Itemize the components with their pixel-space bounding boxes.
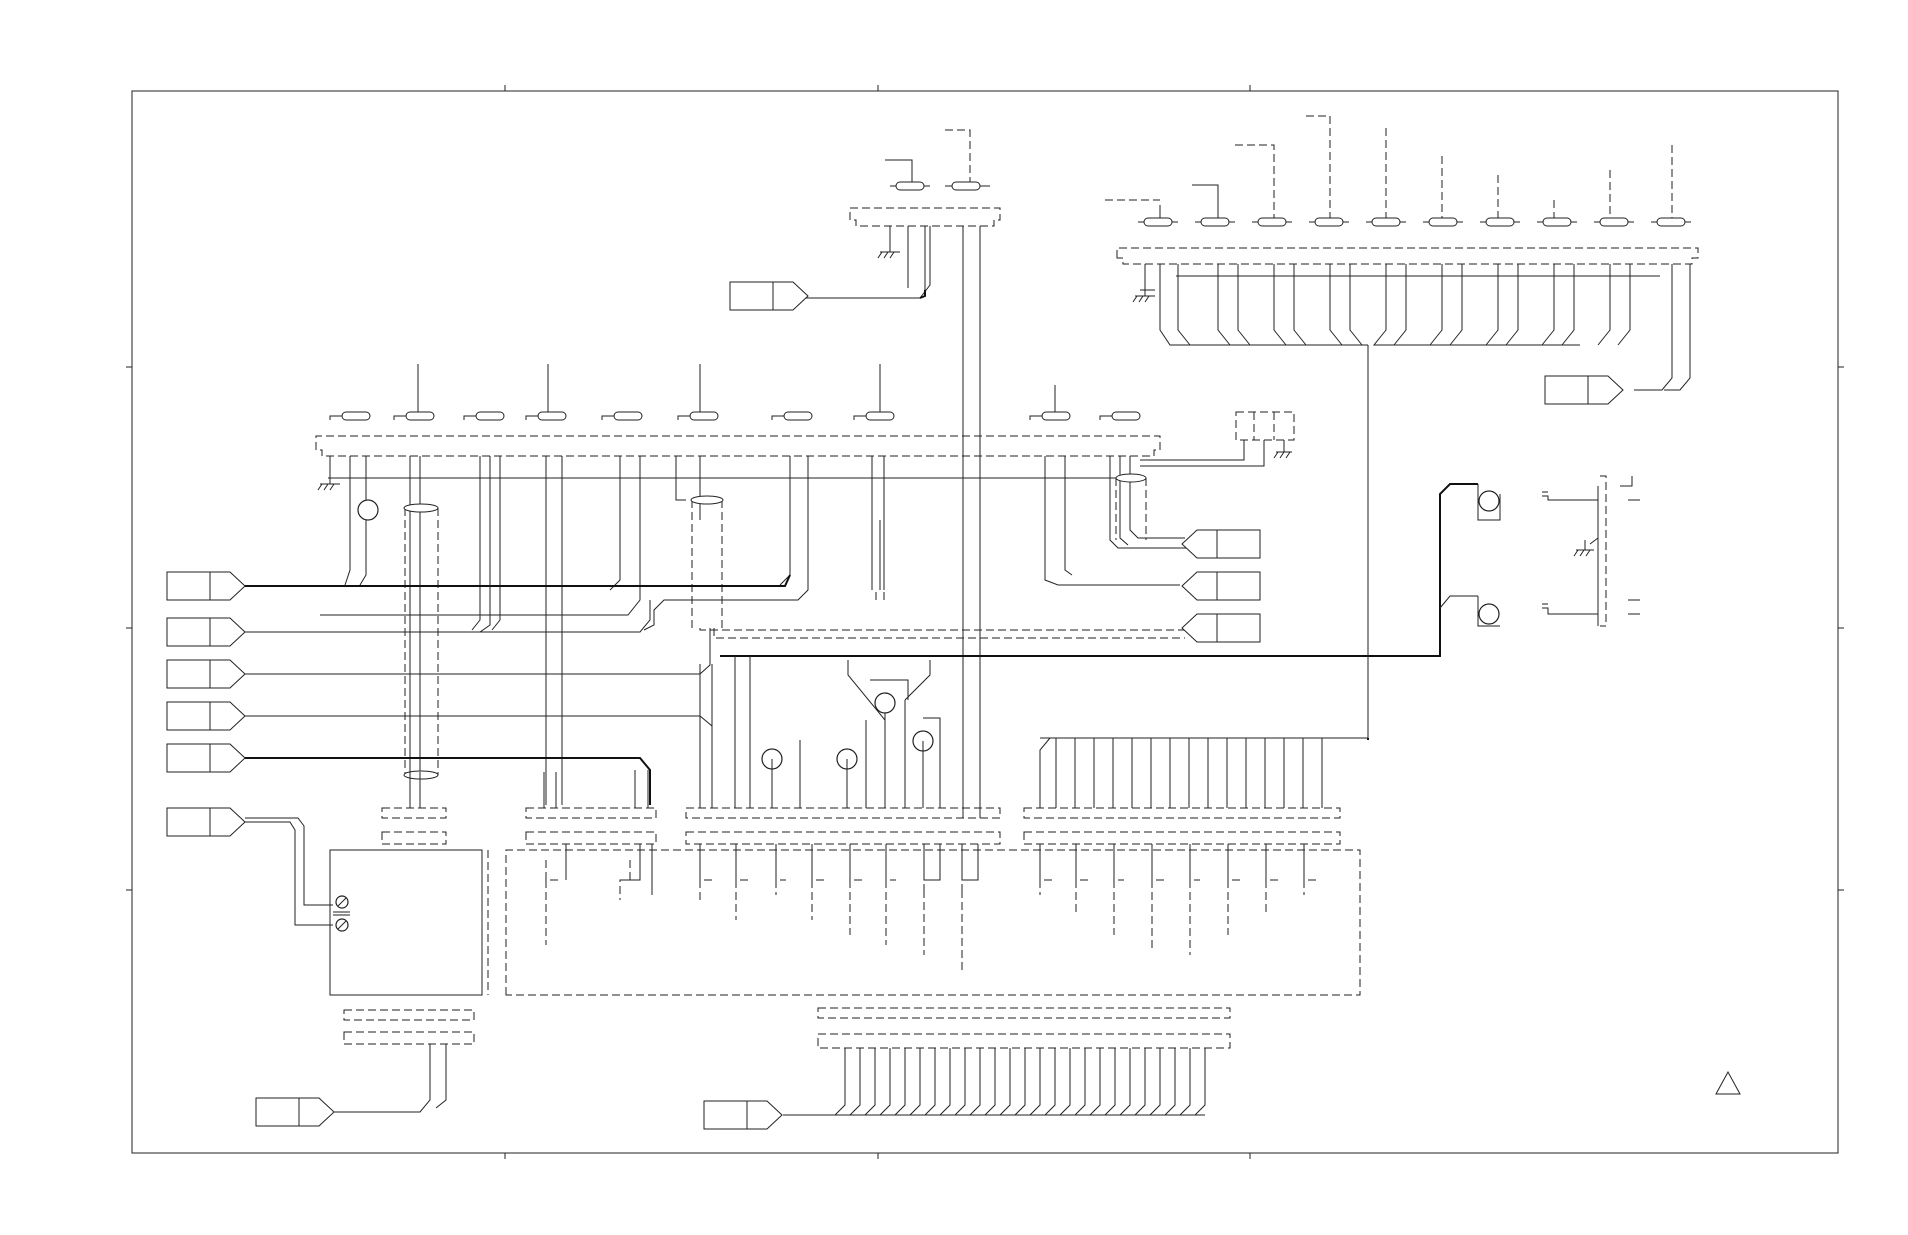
relay-box (1140, 411, 1295, 467)
connector-plug-icon (166, 701, 246, 731)
fuse-holder-icon (1651, 217, 1691, 227)
fuse-holder-icon (329, 411, 371, 421)
connector-plug-icon (703, 1100, 783, 1130)
shield-ellipse-icon (1115, 473, 1147, 483)
fuse-holder-icon (1029, 411, 1071, 421)
trunk-wires (720, 345, 1478, 740)
connector-plug-icon (166, 659, 246, 689)
fuse-holder-icon (393, 411, 435, 421)
connector-plug-icon (166, 807, 246, 837)
fuse-holder-icon (1099, 411, 1141, 421)
fuse-holder-icon (1309, 217, 1349, 227)
lower-right-bundle (1039, 737, 1368, 808)
fuse-holder-icon (1594, 217, 1634, 227)
relay-right (1477, 475, 1640, 627)
sheet-border (131, 90, 1839, 1154)
ground-screw-icon (333, 895, 350, 932)
left-connector-wires (245, 456, 791, 926)
right-connectors-main (1181, 529, 1261, 643)
ground-icon (1132, 264, 1155, 303)
fuse-holder-icon (1480, 217, 1520, 227)
fuse-holder-icon (945, 181, 990, 191)
connector-plug-icon (1181, 529, 1261, 559)
fuse-holder-icon (890, 181, 930, 191)
fuse-holder-icon (677, 411, 719, 421)
fuse-holder-icon (1252, 217, 1292, 227)
fuse-holder-icon (1537, 217, 1577, 227)
shield-ellipse-icon (403, 770, 439, 780)
fuse-holder-icon (1423, 217, 1463, 227)
connector-plug-icon (166, 743, 246, 773)
fuse-holder-icon (463, 411, 505, 421)
splice-circle-icon (874, 692, 896, 714)
connector-plug-icon (1181, 613, 1261, 643)
fuse-holder-icon (771, 411, 813, 421)
connector-plug-icon (255, 1097, 335, 1127)
left-connectors (166, 571, 246, 837)
lower-strip-wires (409, 656, 981, 818)
fuse-holder-icon (601, 411, 643, 421)
fuse-holder-icon (1366, 217, 1406, 227)
fuse-row-right (1138, 217, 1691, 227)
connector-plug-icon (166, 617, 246, 647)
warning-triangle-icon (1715, 1070, 1741, 1095)
fuse-holder-icon (1138, 217, 1178, 227)
bottom-bundle (333, 1044, 1206, 1116)
splice-circles (357, 490, 1500, 770)
splice-circle-icon (357, 499, 379, 521)
shielded-cable (403, 473, 1190, 780)
fuse-block-center (805, 129, 1001, 818)
lower-module (329, 807, 1361, 1049)
fuse-block-main (315, 364, 1295, 491)
shield-ellipse-icon (403, 503, 439, 513)
fuse-holder-icon (525, 411, 567, 421)
ground-icon (317, 456, 340, 491)
connector-plug-icon (166, 571, 246, 601)
connector-plug-icon (729, 281, 809, 311)
shield-ellipse-icon (690, 495, 724, 505)
fuse-row-main (329, 411, 1141, 421)
connector-plug-icon (1544, 375, 1624, 405)
splice-circle-icon (1478, 490, 1500, 512)
fuse-block-right (1105, 115, 1699, 391)
capacitor-icon (875, 520, 885, 600)
fuse-holder-icon (1195, 217, 1235, 227)
fuse-holder-icon (853, 411, 895, 421)
fuse-harness-right (1140, 264, 1691, 391)
splice-circle-icon (1478, 603, 1500, 625)
border-ticks (126, 85, 1844, 1159)
connector-plug-icon (1181, 571, 1261, 601)
